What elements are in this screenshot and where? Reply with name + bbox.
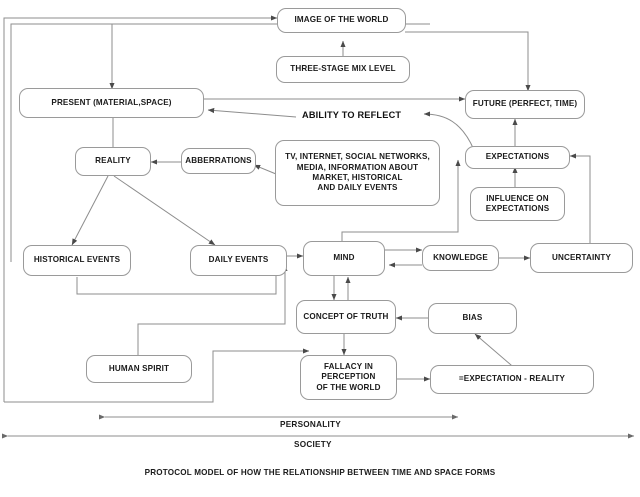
- wire-media-to-abberrations: [253, 164, 277, 175]
- node-future[interactable]: FUTURE (PERFECT, TIME): [465, 90, 585, 119]
- label-ability-to-reflect: ABILITY TO REFLECT: [302, 110, 402, 120]
- node-abberrations[interactable]: ABBERRATIONS: [181, 148, 256, 174]
- node-fallacy-in-perception[interactable]: FALLACY IN PERCEPTION OF THE WORLD: [300, 355, 397, 400]
- node-reality[interactable]: REALITY: [75, 147, 151, 176]
- node-historical-events[interactable]: HISTORICAL EVENTS: [23, 245, 131, 276]
- node-uncertainty[interactable]: UNCERTAINTY: [530, 243, 633, 273]
- node-influence-on-expectations[interactable]: INFLUENCE ON EXPECTATIONS: [470, 187, 565, 221]
- node-mind[interactable]: MIND: [303, 241, 385, 276]
- wire-human-spirit-to-mind: [137, 264, 288, 356]
- label-society-axis: SOCIETY: [294, 440, 332, 449]
- node-expectation-minus-reality[interactable]: =EXPECTATION - REALITY: [430, 365, 594, 394]
- node-present[interactable]: PRESENT (MATERIAL,SPACE): [19, 88, 204, 118]
- node-image-of-the-world[interactable]: IMAGE OF THE WORLD: [277, 8, 406, 33]
- wire-reality-to-daily: [113, 175, 216, 246]
- wire-image-to-future: [405, 31, 531, 92]
- node-three-stage-mix-level[interactable]: THREE-STAGE MIX LEVEL: [276, 56, 410, 83]
- wire-inner-return-to-present: [10, 23, 115, 262]
- node-knowledge[interactable]: KNOWLEDGE: [422, 245, 499, 271]
- node-bias[interactable]: BIAS: [428, 303, 517, 334]
- wire-reality-to-historical: [71, 175, 109, 246]
- node-concept-of-truth[interactable]: CONCEPT OF TRUTH: [296, 300, 396, 334]
- label-personality-axis: PERSONALITY: [280, 420, 341, 429]
- node-media-sources[interactable]: TV, INTERNET, SOCIAL NETWORKS, MEDIA, IN…: [275, 140, 440, 206]
- diagram-caption: PROTOCOL MODEL OF HOW THE RELATIONSHIP B…: [144, 468, 496, 477]
- wire-uncertainty-to-expectations: [569, 153, 591, 245]
- node-daily-events[interactable]: DAILY EVENTS: [190, 245, 287, 276]
- wire-outer-loop-to-image: [3, 15, 278, 402]
- node-expectations[interactable]: EXPECTATIONS: [465, 146, 570, 169]
- node-human-spirit[interactable]: HUMAN SPIRIT: [86, 355, 192, 383]
- wire-reflect-to-present: [207, 107, 297, 118]
